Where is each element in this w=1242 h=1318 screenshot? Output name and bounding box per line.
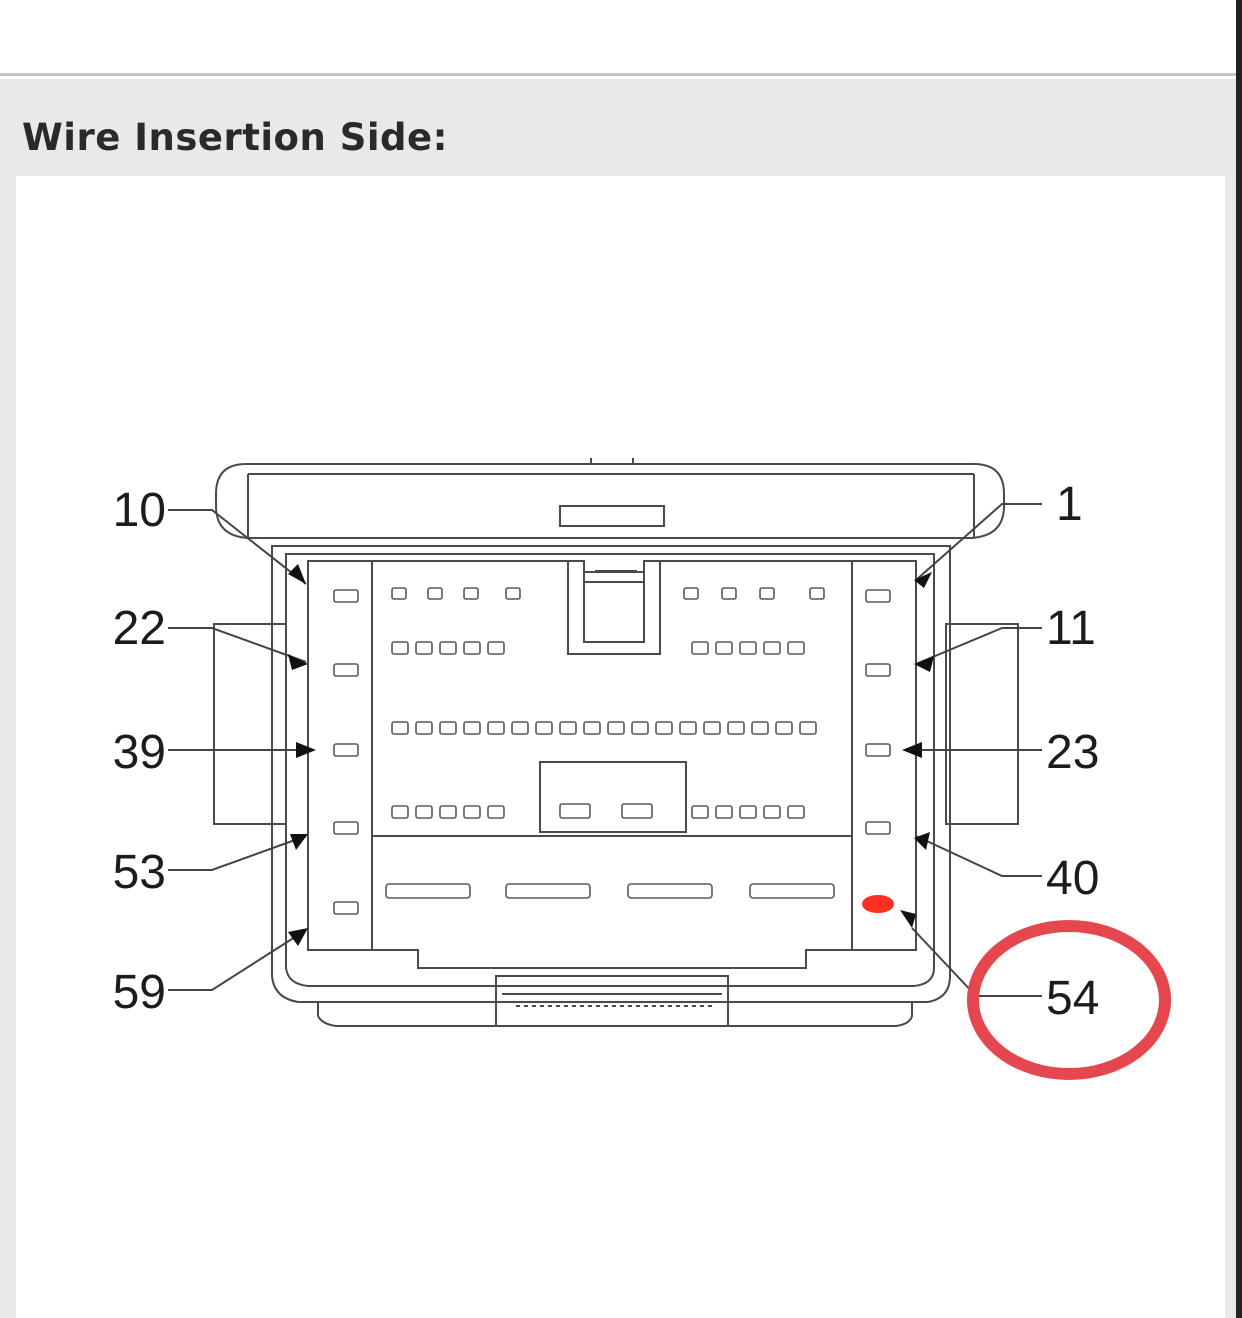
connector-diagram: 10 22 39 53 59 1 11 23 40 54: [113, 458, 1171, 1080]
arrowhead-pin-39: [296, 742, 316, 758]
arrowhead-pin-23: [902, 742, 922, 758]
pin-label-10: 10: [113, 484, 166, 537]
leader-lines: [168, 503, 1042, 997]
right-pin-labels: 1 11 23 40 54: [1046, 478, 1099, 1025]
pin-label-53: 53: [113, 846, 166, 899]
section-title: Wire Insertion Side:: [22, 116, 448, 159]
left-pin-labels: 10 22 39 53 59: [113, 484, 166, 1019]
connector-figure: 10 22 39 53 59 1 11 23 40 54: [16, 176, 1225, 1318]
pin-label-59: 59: [113, 966, 166, 1019]
arrowhead-pin-53: [290, 834, 308, 850]
top-bar: [0, 0, 1242, 76]
arrowhead-pin-1: [914, 572, 932, 588]
highlight-circle: [967, 920, 1171, 1080]
pin-label-40: 40: [1046, 852, 1099, 905]
pin-label-1: 1: [1056, 478, 1083, 531]
pin-label-54: 54: [1046, 972, 1099, 1025]
arrowhead-pin-54: [900, 910, 916, 928]
arrowhead-pin-22: [288, 654, 308, 670]
pin-label-22: 22: [113, 602, 166, 655]
pin-label-39: 39: [113, 726, 166, 779]
arrowheads: [288, 564, 934, 946]
arrowhead-pin-40: [914, 832, 930, 850]
window-edge: [1236, 0, 1242, 1318]
connector-body: [213, 458, 1019, 1027]
highlight-mark: [862, 895, 894, 913]
pin-label-23: 23: [1046, 726, 1099, 779]
arrowhead-pin-11: [914, 656, 934, 672]
arrowhead-pin-10: [288, 564, 306, 584]
arrowhead-pin-59: [288, 928, 308, 946]
pin-label-11: 11: [1046, 602, 1096, 655]
terminal-cavities: [333, 587, 891, 915]
